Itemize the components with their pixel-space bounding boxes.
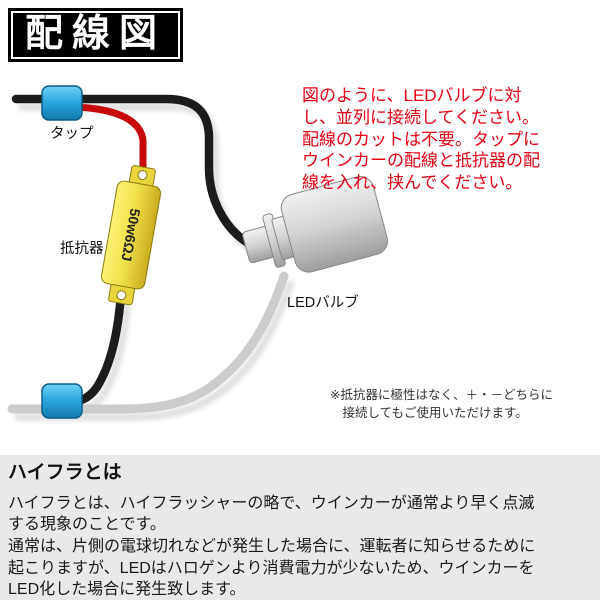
page-title-text: 配線図 [25, 13, 167, 55]
resistor: 50w6ΩJ [100, 165, 162, 306]
led-bulb [242, 176, 388, 273]
tap-label: タップ [50, 125, 94, 142]
hifla-paragraph-2: 通常は、片側の電球切れなどが発生した場合に、運転者に知らせるために 起こりますが… [8, 537, 536, 599]
resistor-body [100, 180, 162, 290]
resistor-label: 抵抗器 [60, 240, 104, 257]
ground-wire-gray [7, 271, 289, 414]
wiring-diagram: 50w6ΩJ タップ 抵抗器 LEDバルブ [7, 85, 388, 421]
hifla-paragraph-1: ハイフラとは、ハイフラッシャーの略で、ウインカーが通常より早く点滅 する現象のこ… [8, 494, 535, 534]
led-bulb-label: LEDバルブ [287, 293, 359, 311]
signal-wire-black [11, 94, 253, 248]
tap-connector-top [41, 85, 83, 121]
hifla-heading: ハイフラとは [8, 462, 122, 483]
hifla-section: ハイフラとは ハイフラとは、ハイフラッシャーの略で、ウインカーが通常より早く点滅… [0, 455, 600, 600]
polarity-note: ※抵抗器に極性はなく、＋・－どちらに 接続してもご使用いただけます。 [330, 388, 553, 421]
resistor-wire-red [68, 103, 147, 178]
instruction-text: 図のように、LEDバルブに対 し、並列に接続してください。 配線のカットは不要。… [302, 86, 540, 192]
tap-connector-bottom [41, 383, 83, 419]
resistor-top-hole [137, 170, 148, 181]
bulb-body [280, 176, 388, 273]
resistor-bottom-hole [116, 290, 127, 301]
wire-shadows [14, 103, 294, 421]
page-title: 配線図 [8, 8, 184, 62]
